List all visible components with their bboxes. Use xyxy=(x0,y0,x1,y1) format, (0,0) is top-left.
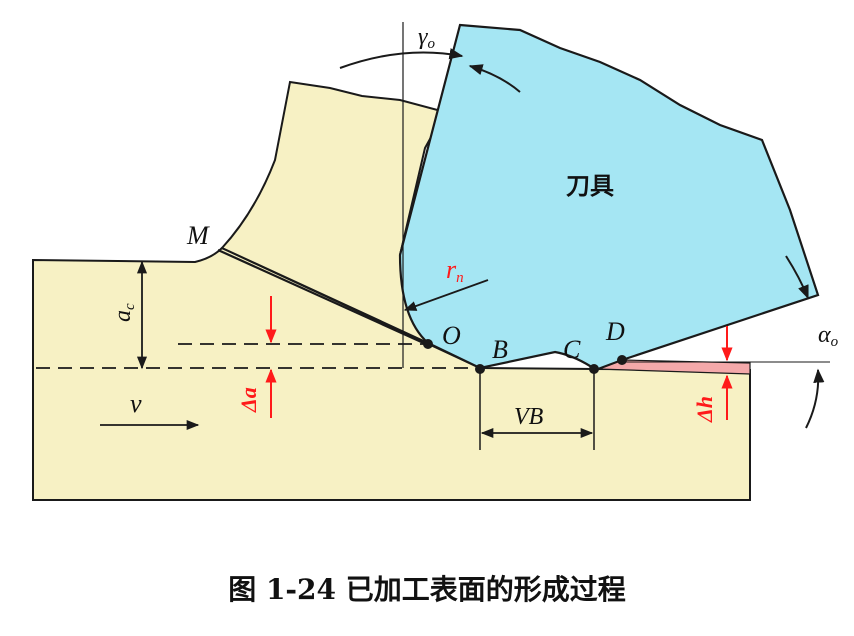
label-delta-a-group: Δa xyxy=(236,387,261,413)
label-m: M xyxy=(186,221,210,250)
label-c: C xyxy=(563,335,581,364)
cutting-tool xyxy=(398,23,820,371)
figure-caption: 图 1-24 已加工表面的形成过程 xyxy=(228,573,626,606)
label-r-n-main: r xyxy=(446,255,457,284)
label-delta-h: Δh xyxy=(692,396,717,423)
point-c xyxy=(589,364,599,374)
rake-angle-arc-right xyxy=(468,64,521,93)
point-b xyxy=(475,364,485,374)
label-tool: 刀具 xyxy=(566,172,614,200)
label-o: O xyxy=(442,321,461,350)
point-d xyxy=(617,355,627,365)
shear-plane-line xyxy=(217,248,429,347)
label-gamma-o: γo xyxy=(418,24,435,52)
label-gamma-o-sub: o xyxy=(427,36,435,52)
clearance-angle-arc-top xyxy=(785,255,809,300)
rake-angle-arc xyxy=(339,48,464,69)
label-d: D xyxy=(605,317,625,346)
edge-radius-leader xyxy=(403,279,489,311)
clearance-angle-arc-bottom xyxy=(805,368,825,429)
label-alpha-o-main: α xyxy=(818,322,831,348)
label-a-c-main: a xyxy=(110,310,136,322)
label-vb: VB xyxy=(514,404,544,430)
label-b: B xyxy=(492,335,508,364)
label-delta-a: Δa xyxy=(236,387,261,413)
label-r-n: rn xyxy=(446,255,464,286)
label-v: v xyxy=(130,389,142,418)
label-gamma-o-main: γ xyxy=(418,24,428,50)
label-alpha-o: αo xyxy=(818,322,839,350)
point-o xyxy=(423,339,433,349)
label-r-n-sub: n xyxy=(456,270,464,286)
label-a-c-sub: c xyxy=(122,303,138,310)
label-a-c-group: ac xyxy=(110,303,138,322)
label-a-c: ac xyxy=(110,303,138,322)
label-delta-h-group: Δh xyxy=(692,396,717,423)
label-alpha-o-sub: o xyxy=(831,334,839,350)
